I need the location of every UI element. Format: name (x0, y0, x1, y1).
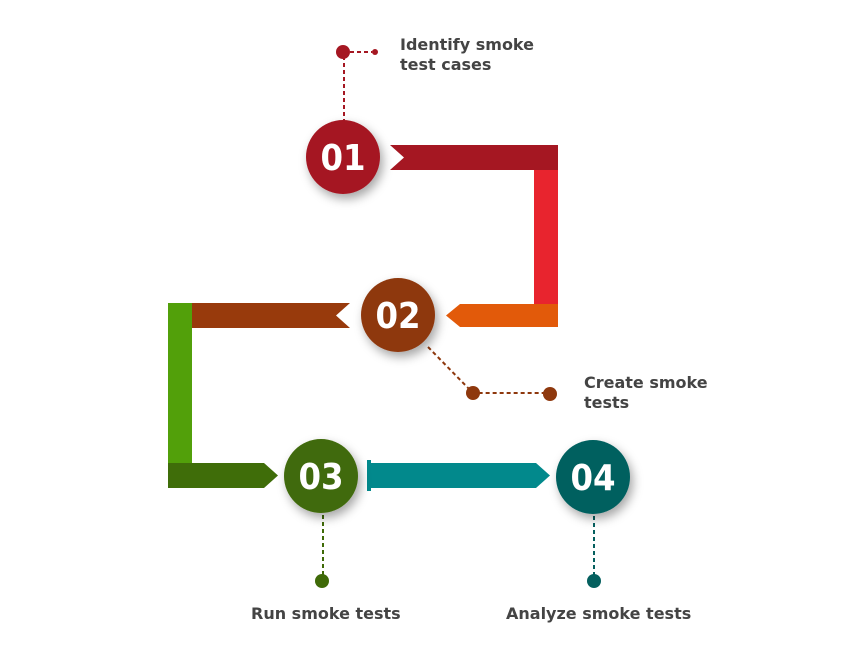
dot-02-left (466, 386, 480, 400)
band-03-bottom (168, 463, 278, 488)
band-03-vertical (168, 303, 192, 465)
step-label-02: Create smoke tests (584, 373, 708, 413)
step-number-02: 02 (375, 296, 420, 337)
step-number-03: 03 (298, 457, 343, 498)
circle-04 (556, 440, 630, 514)
dot-04 (587, 574, 601, 588)
step-circle-01: 01 (306, 120, 380, 194)
band-04-tail (367, 460, 371, 491)
step-label-03: Run smoke tests (251, 604, 401, 623)
connector-bands (168, 145, 558, 491)
step-label-04: Analyze smoke tests (506, 604, 692, 623)
step-number-01: 01 (320, 138, 365, 179)
band-02-left (192, 303, 350, 328)
step-circle-03: 03 (284, 439, 358, 513)
circle-01 (306, 120, 380, 194)
band-01-top (390, 145, 558, 170)
step-number-04: 04 (570, 458, 615, 499)
dot-02-right (543, 387, 557, 401)
step-label-02-line1: Create smoke (584, 373, 708, 392)
dot-01-large (336, 45, 350, 59)
circle-03 (284, 439, 358, 513)
dot-03 (315, 574, 329, 588)
band-02-right (446, 304, 558, 327)
circle-02 (361, 278, 435, 352)
dot-01-small (372, 49, 378, 55)
step-label-01-line1: Identify smoke (400, 35, 534, 54)
connector-02 (427, 346, 548, 394)
step-circle-02: 02 (361, 278, 435, 352)
band-01-vertical (534, 170, 558, 304)
band-04-arrow (371, 463, 550, 488)
step-label-02-line2: tests (584, 393, 630, 412)
step-circle-04: 04 (556, 440, 630, 514)
step-label-01-line2: test cases (400, 55, 492, 74)
connector-dots (315, 45, 601, 588)
step-label-01: Identify smoke test cases (400, 35, 534, 75)
